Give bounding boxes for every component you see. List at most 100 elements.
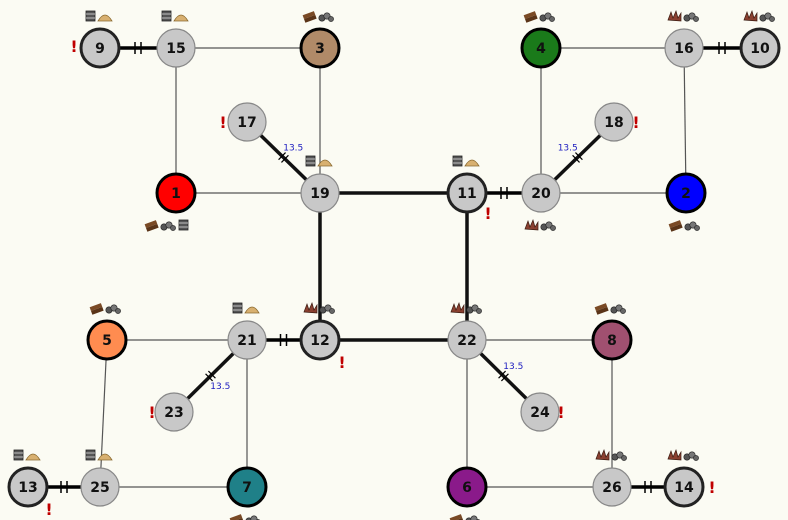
node-5[interactable]: 5 [86,319,128,361]
grain-icon [464,159,480,167]
node-6[interactable]: 6 [446,466,488,508]
resource-icons-node-26 [595,448,627,461]
lumber-icon [144,220,159,232]
node-circle [594,102,634,142]
barrel-icon [85,10,96,22]
barrel-icon [452,155,463,167]
barrel-icon [85,449,96,461]
node-label: 21 [237,333,256,349]
node-18[interactable]: 18 [594,102,634,142]
barrel-icon [232,302,243,314]
grain-icon [25,453,41,461]
node-17[interactable]: 17 [227,102,267,142]
node-circle [227,102,267,142]
node-label: 19 [310,186,329,202]
edge-weight-label: 13.5 [503,362,523,372]
node-label: 15 [166,41,185,57]
ore-icon [539,12,555,22]
edge-tick-mark [572,154,580,163]
lumber-icon [668,220,683,232]
node-label: 7 [242,480,252,496]
node-10[interactable]: 10 [739,27,781,69]
node-label: 1 [171,186,181,202]
lumber-icon [229,514,244,520]
ore-icon [683,12,699,22]
lumber-icon [89,303,104,315]
node-21[interactable]: 21 [227,320,267,360]
wool-icon [595,448,610,461]
node-circle [80,467,120,507]
edge-weight-label: 13.5 [558,143,578,153]
node-4[interactable]: 4 [520,27,562,69]
node-circle [86,319,128,361]
edge-tick-mark [498,370,507,379]
barrel-icon [305,155,316,167]
node-label: 8 [607,333,617,349]
alert-icon-node-12: ! [338,353,345,372]
node-circle [665,172,707,214]
node-16[interactable]: 16 [664,28,704,68]
edge-layer: 13.5 13.5 13.5 13.5 [28,42,760,493]
edge-weight-label: 13.5 [283,143,303,153]
resource-icons-node-9 [85,10,113,22]
edge-5-25 [99,339,108,488]
resource-icons-node-11 [452,155,480,167]
resource-icons-node-6 [449,514,481,520]
node-7[interactable]: 7 [226,466,268,508]
resource-icons-node-25 [85,449,113,461]
node-25[interactable]: 25 [80,467,120,507]
node-19[interactable]: 19 [300,173,340,213]
resource-icons-node-10 [743,9,775,22]
node-label: 4 [536,41,546,57]
grain-icon [173,14,189,22]
node-label: 11 [457,186,476,202]
wool-icon [303,301,318,314]
node-3[interactable]: 3 [299,27,341,69]
node-circle [521,173,561,213]
node-26[interactable]: 26 [592,467,632,507]
node-14[interactable]: 14 [663,466,705,508]
node-1[interactable]: 1 [155,172,197,214]
node-circle [155,172,197,214]
resource-icons-node-13 [13,449,41,461]
node-circle [446,466,488,508]
node-12[interactable]: 12 [299,319,341,361]
node-label: 2 [681,186,691,202]
node-circle [663,466,705,508]
node-9[interactable]: 9 [79,27,121,69]
node-label: 23 [164,405,183,421]
ore-icon [318,12,334,22]
node-13[interactable]: 13 [7,466,49,508]
ore-icon [319,304,335,314]
edge-tick-mark [205,373,214,382]
alert-icon-node-24: ! [557,403,564,422]
wool-icon [667,448,682,461]
node-22[interactable]: 22 [447,320,487,360]
node-label: 22 [457,333,476,349]
edge-weight-label: 13.5 [210,382,230,392]
alert-layer: !!!!!!!!! [45,37,715,519]
node-label: 13 [18,480,37,496]
node-label: 6 [462,480,472,496]
alert-icon-node-18: ! [632,113,639,132]
node-11[interactable]: 11 [446,172,488,214]
node-label: 14 [674,480,694,496]
alert-icon-node-13: ! [45,500,52,519]
lumber-icon [523,11,538,23]
node-20[interactable]: 20 [521,173,561,213]
resource-icons-node-1 [144,219,189,232]
lumber-icon [594,303,609,315]
resource-icons-node-12 [303,301,335,314]
ore-icon [540,221,556,231]
node-23[interactable]: 23 [154,392,194,432]
node-label: 24 [530,405,550,421]
node-24[interactable]: 24 [520,392,560,432]
node-label: 10 [750,41,770,57]
resource-icons-node-4 [523,11,555,23]
node-2[interactable]: 2 [665,172,707,214]
node-15[interactable]: 15 [156,28,196,68]
resource-icons-node-3 [302,11,334,23]
node-8[interactable]: 8 [591,319,633,361]
alert-icon-node-17: ! [219,113,226,132]
